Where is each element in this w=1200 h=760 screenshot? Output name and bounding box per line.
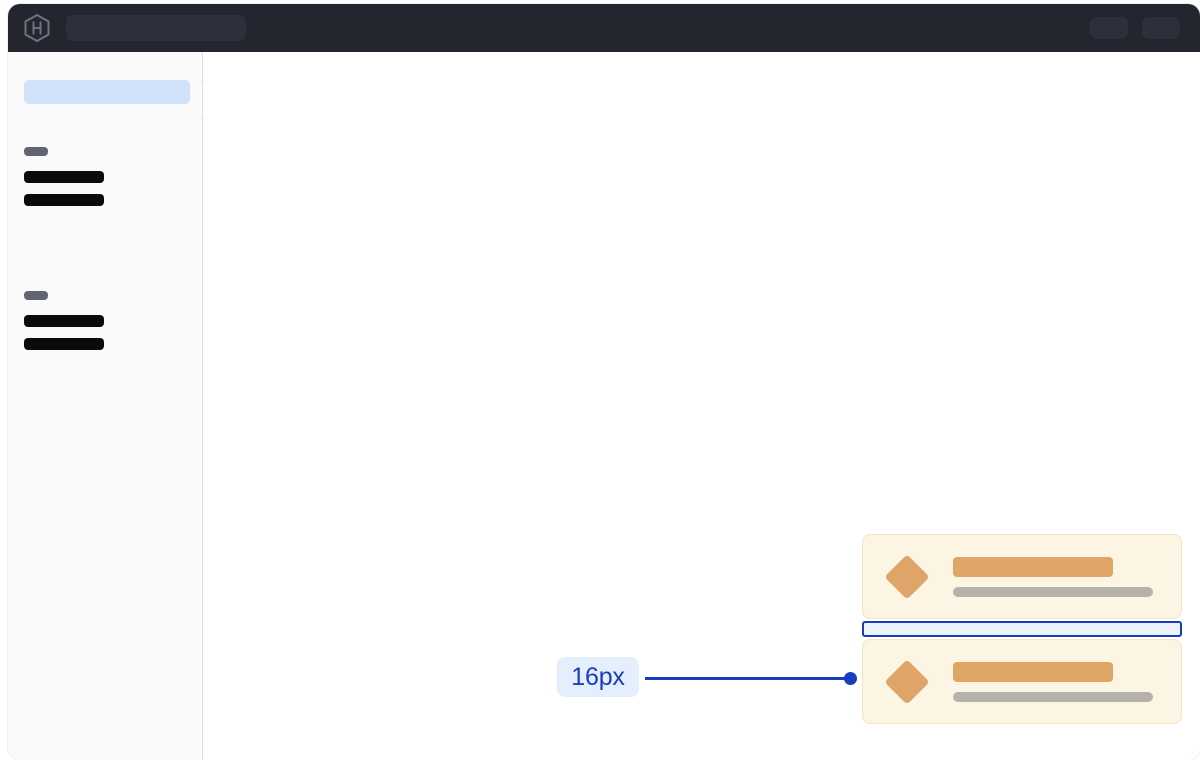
card-content	[953, 556, 1157, 597]
measurement-leader-line	[645, 677, 855, 680]
diamond-icon	[884, 658, 930, 705]
card-title-placeholder	[953, 661, 1113, 682]
inspected-card-stack	[862, 534, 1182, 724]
list-item[interactable]	[862, 639, 1182, 724]
search-input[interactable]	[66, 15, 246, 41]
card-title-placeholder	[953, 556, 1113, 577]
card-content	[953, 661, 1157, 702]
card-subtitle-placeholder	[953, 691, 1153, 702]
sidebar-item-1-1[interactable]	[24, 171, 104, 183]
sidebar-group-1-label	[24, 147, 48, 156]
measurement-anchor-dot	[844, 672, 857, 685]
measurement-value-label: 16px	[557, 657, 639, 697]
sidebar-item-2-1[interactable]	[24, 315, 104, 327]
list-item[interactable]	[862, 534, 1182, 619]
app-window: 16px	[8, 4, 1200, 760]
sidebar-group-2	[24, 291, 104, 350]
topbar-skeleton-1[interactable]	[1090, 17, 1128, 39]
hexagon-h-logo-icon[interactable]	[24, 14, 50, 42]
main-canvas: 16px	[204, 52, 1200, 760]
topbar-skeleton-2[interactable]	[1142, 17, 1180, 39]
sidebar-group-2-label	[24, 291, 48, 300]
measured-gap-band	[862, 621, 1182, 637]
card-subtitle-placeholder	[953, 586, 1153, 597]
app-body: 16px	[8, 52, 1200, 760]
topbar	[8, 4, 1200, 52]
sidebar-item-2-2[interactable]	[24, 338, 104, 350]
sidebar-item-active[interactable]	[24, 80, 190, 104]
diamond-icon	[884, 553, 930, 600]
sidebar-group-1	[24, 147, 104, 206]
sidebar-item-1-2[interactable]	[24, 194, 104, 206]
sidebar	[8, 52, 218, 760]
